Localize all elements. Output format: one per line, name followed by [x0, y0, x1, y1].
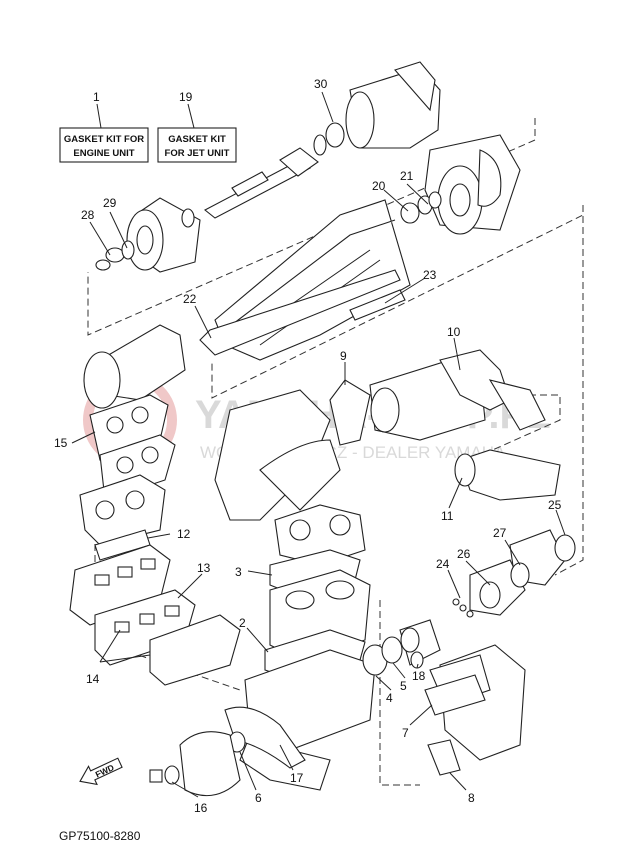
drive-shaft-part — [204, 122, 345, 219]
callout-7: 7 — [402, 726, 409, 740]
callout-5: 5 — [400, 679, 407, 693]
gasket-8 — [427, 739, 461, 776]
callout-labels: 1 19 30 29 28 21 20 23 22 10 9 15 11 25 … — [54, 77, 562, 815]
callout-24: 24 — [436, 557, 450, 571]
muffler-part — [83, 324, 186, 409]
gasket-kit-jet-line1: GASKET KIT — [168, 134, 226, 145]
callout-26: 26 — [457, 547, 471, 561]
gasket-kit-jet-line2: FOR JET UNIT — [165, 148, 230, 159]
callout-12: 12 — [177, 527, 191, 541]
callout-16: 16 — [194, 801, 208, 815]
callout-27: 27 — [493, 526, 507, 540]
exhaust-joint-9 — [329, 379, 371, 446]
seal-washers-left — [95, 240, 135, 271]
callout-8: 8 — [468, 791, 475, 805]
bearing-housing-26-27 — [469, 529, 566, 616]
callout-23: 23 — [423, 268, 437, 282]
callout-2: 2 — [239, 616, 246, 630]
fwd-label: FWD — [94, 762, 116, 779]
coupling-parts-4-5 — [362, 619, 441, 676]
water-box-11 — [454, 449, 561, 501]
callout-21: 21 — [400, 169, 414, 183]
fitting-16 — [149, 765, 180, 785]
intake-gaskets-13-14 — [69, 544, 241, 686]
callout-1: 1 — [93, 90, 100, 104]
gasket-kit-engine-line2: ENGINE UNIT — [73, 148, 134, 159]
bearing-parts-20-21 — [400, 191, 442, 224]
callout-10: 10 — [447, 325, 461, 339]
gasket-kit-engine-box: GASKET KIT FOR ENGINE UNIT — [59, 127, 149, 163]
fwd-arrow-icon: FWD — [79, 757, 123, 786]
callout-3: 3 — [235, 565, 242, 579]
callout-14: 14 — [86, 672, 100, 686]
gasket-7 — [424, 674, 486, 716]
leader-lines — [71, 91, 566, 798]
intermediate-housing-part — [126, 197, 201, 273]
crankcase-gasket-17 — [224, 706, 306, 769]
callout-6: 6 — [255, 791, 262, 805]
callout-30: 30 — [314, 77, 328, 91]
callout-18: 18 — [412, 669, 426, 683]
strip-23 — [349, 289, 406, 321]
drawing-code: GP75100-8280 — [59, 829, 141, 843]
callout-19: 19 — [179, 90, 193, 104]
exhaust-elbow-10 — [439, 349, 546, 431]
gasket-kit-engine-line1: GASKET KIT FOR — [64, 134, 144, 145]
cylinder-head-part — [274, 504, 366, 566]
callout-11: 11 — [441, 509, 454, 523]
small-rings-24 — [452, 598, 474, 618]
flywheel-cover-part — [179, 731, 241, 797]
callout-17: 17 — [290, 771, 304, 785]
exhaust-manifold-part — [79, 474, 166, 546]
callout-20: 20 — [372, 179, 386, 193]
jet-nozzle-part — [345, 61, 441, 149]
callout-4: 4 — [386, 691, 393, 705]
callout-25: 25 — [548, 498, 562, 512]
callout-13: 13 — [197, 561, 211, 575]
seal-18 — [410, 651, 424, 669]
collar-25 — [554, 534, 576, 562]
exhaust-pipe-part — [214, 389, 341, 521]
callout-29: 29 — [103, 196, 117, 210]
callout-9: 9 — [340, 349, 347, 363]
gasket-kit-jet-box: GASKET KIT FOR JET UNIT — [157, 127, 237, 163]
callout-15: 15 — [54, 436, 68, 450]
callout-22: 22 — [183, 292, 197, 306]
callout-28: 28 — [81, 208, 95, 222]
impeller-housing-part — [424, 134, 521, 235]
